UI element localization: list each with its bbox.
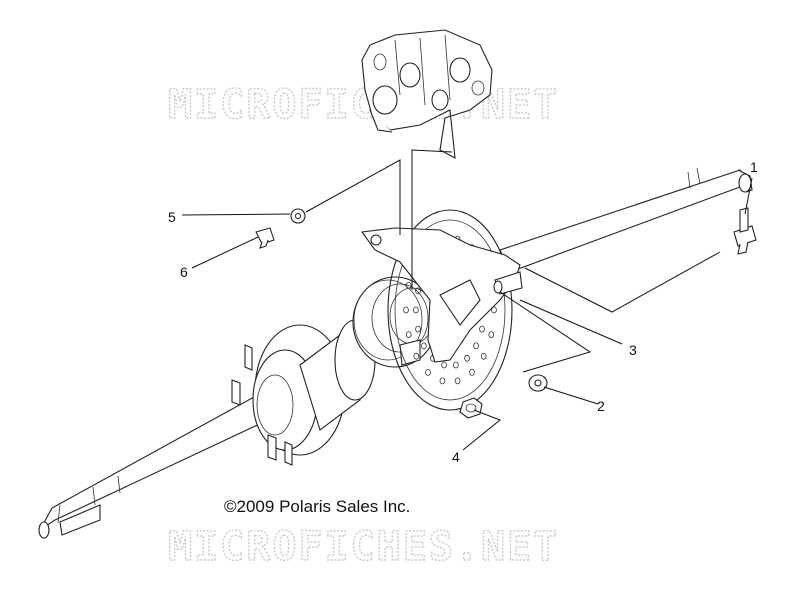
disc-vent-hole <box>473 342 479 350</box>
leader-1b <box>524 251 721 313</box>
disc-vent-hole <box>403 306 409 314</box>
caliper-bracket <box>361 227 523 363</box>
cv-boot <box>352 276 438 368</box>
leader-6 <box>191 236 259 269</box>
callout-2: 2 <box>597 398 605 414</box>
part-5-washer <box>290 208 306 224</box>
watermark-top: MICROFICHES.NET <box>168 82 559 128</box>
disc-vent-hole <box>454 377 461 385</box>
disc-vent-hole <box>439 377 446 385</box>
disc-vent-hole <box>488 331 495 339</box>
disc-vent-hole <box>441 361 447 369</box>
brake-caliper <box>361 29 493 159</box>
disc-vent-hole <box>479 325 485 333</box>
disc-vent-hole <box>415 325 421 333</box>
callout-5: 5 <box>168 209 176 225</box>
part-4-nut <box>459 397 483 419</box>
part-6-bolt <box>255 227 275 249</box>
disc-vent-hole <box>405 281 412 289</box>
disc-vent-hole <box>413 306 419 314</box>
leader-1 <box>744 177 753 215</box>
callout-3: 3 <box>629 342 637 358</box>
leader-caliper <box>411 149 453 290</box>
copyright-text: ©2009 Polaris Sales Inc. <box>224 497 410 516</box>
callout-4: 4 <box>452 449 460 465</box>
callout-1: 1 <box>750 159 758 175</box>
disc-vent-hole <box>421 342 427 350</box>
leader-5b <box>305 159 401 235</box>
leader-2 <box>543 386 599 405</box>
watermark-bottom: MICROFICHES.NET <box>168 524 559 570</box>
leader-lines <box>181 149 753 451</box>
disc-vent-hole <box>464 354 470 362</box>
disc-vent-hole <box>405 331 412 339</box>
leader-3 <box>519 299 623 345</box>
wheel-hub <box>231 318 376 466</box>
disc-vent-hole <box>413 352 420 360</box>
disc-vent-hole <box>469 368 475 376</box>
disc-vent-hole <box>425 368 431 376</box>
leader-4 <box>462 409 501 451</box>
leader-5 <box>181 213 291 216</box>
disc-vent-hole <box>491 306 497 314</box>
leader-2b <box>499 291 592 373</box>
disc-vent-hole <box>415 287 421 295</box>
part-1-bolt <box>733 207 757 255</box>
part-2-washer <box>528 374 548 392</box>
callout-6: 6 <box>180 264 188 280</box>
axle-shaft <box>38 167 753 539</box>
disc-vent-hole <box>453 361 459 369</box>
disc-vent-hole <box>480 352 487 360</box>
